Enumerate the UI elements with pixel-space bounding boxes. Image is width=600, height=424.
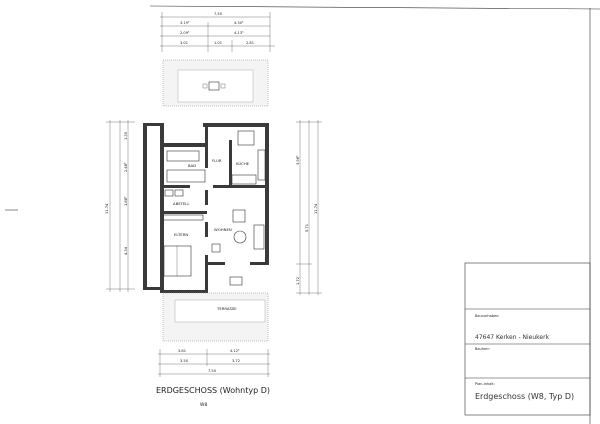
- dim-label: 3.98⁵: [296, 155, 300, 165]
- client-label: Bauherr:: [475, 347, 490, 351]
- dim-label: 2.81: [246, 41, 254, 45]
- furniture: [162, 130, 266, 286]
- dim-label: 11.74: [105, 203, 109, 214]
- dim-label: 1.39: [124, 131, 128, 140]
- dimension-left: 11.74 1.39 2.48⁵ 1.88⁵ 4.34: [105, 120, 135, 292]
- dim-label: 7.50: [208, 369, 217, 373]
- dim-label: 1.72: [296, 277, 300, 285]
- lower-terrace: TERRASSE: [162, 292, 269, 342]
- room-label-abstell: ABSTELL: [173, 201, 190, 206]
- dim-label: 4.12⁵: [230, 349, 240, 353]
- dim-label: 1.01: [214, 41, 222, 45]
- room-label-wohnen: WOHNEN: [214, 227, 232, 232]
- room-label-eltern: ELTERN: [174, 232, 188, 237]
- dim-label: 3.19⁵: [180, 21, 190, 25]
- project-label: Bauvorhaben:: [475, 314, 500, 318]
- room-label-flur: FLUR: [212, 158, 222, 163]
- project-value: 47647 Kerken - Nieukerk: [475, 334, 550, 341]
- title-block: Bauvorhaben: 47647 Kerken - Nieukerk Bau…: [464, 262, 591, 416]
- dim-label: 4.30⁵: [234, 21, 244, 25]
- dim-label: 4.13⁵: [234, 31, 244, 35]
- plan-title: ERDGESCHOSS (Wohntyp D): [156, 386, 270, 395]
- dim-label: 3.72: [232, 359, 240, 363]
- room-labels: FLUR KÜCHE BAD ABSTELL WOHNEN ELTERN: [173, 158, 250, 237]
- dim-label: 11.74: [314, 203, 318, 214]
- building-walls: [143, 123, 269, 293]
- dim-label: 3.01: [180, 41, 188, 45]
- dimension-bottom: 3.81 4.12⁵ 3.50 3.72 7.50: [158, 349, 270, 377]
- room-label-kueche: KÜCHE: [236, 161, 250, 166]
- content-label: Plan-Inhalt:: [475, 382, 495, 386]
- dim-label: 2.09⁵: [180, 31, 190, 35]
- dim-label: 4.34: [124, 246, 128, 255]
- dim-label: 3.50: [180, 359, 189, 363]
- upper-terrace: [162, 59, 269, 107]
- room-label-terrasse: TERRASSE: [216, 306, 237, 311]
- room-label-bad: BAD: [188, 163, 196, 168]
- dim-label: 1.88⁵: [124, 196, 128, 206]
- plan-subtitle: W8: [200, 402, 207, 408]
- dimension-right: 3.98⁵ 5.71 11.74 1.72: [296, 120, 322, 295]
- dimension-top: 7.50 3.19⁵ 4.30⁵ 2.09⁵ 4.13⁵ 3.01 1.01 2…: [160, 12, 275, 52]
- content-value: Erdgeschoss (W8, Typ D): [475, 392, 574, 401]
- sheet-border-top: [149, 5, 600, 10]
- dim-label: 7.50: [214, 12, 223, 16]
- dim-label: 5.71: [305, 224, 309, 232]
- dim-label: 3.81: [178, 349, 186, 353]
- dim-label: 2.48⁵: [124, 162, 128, 172]
